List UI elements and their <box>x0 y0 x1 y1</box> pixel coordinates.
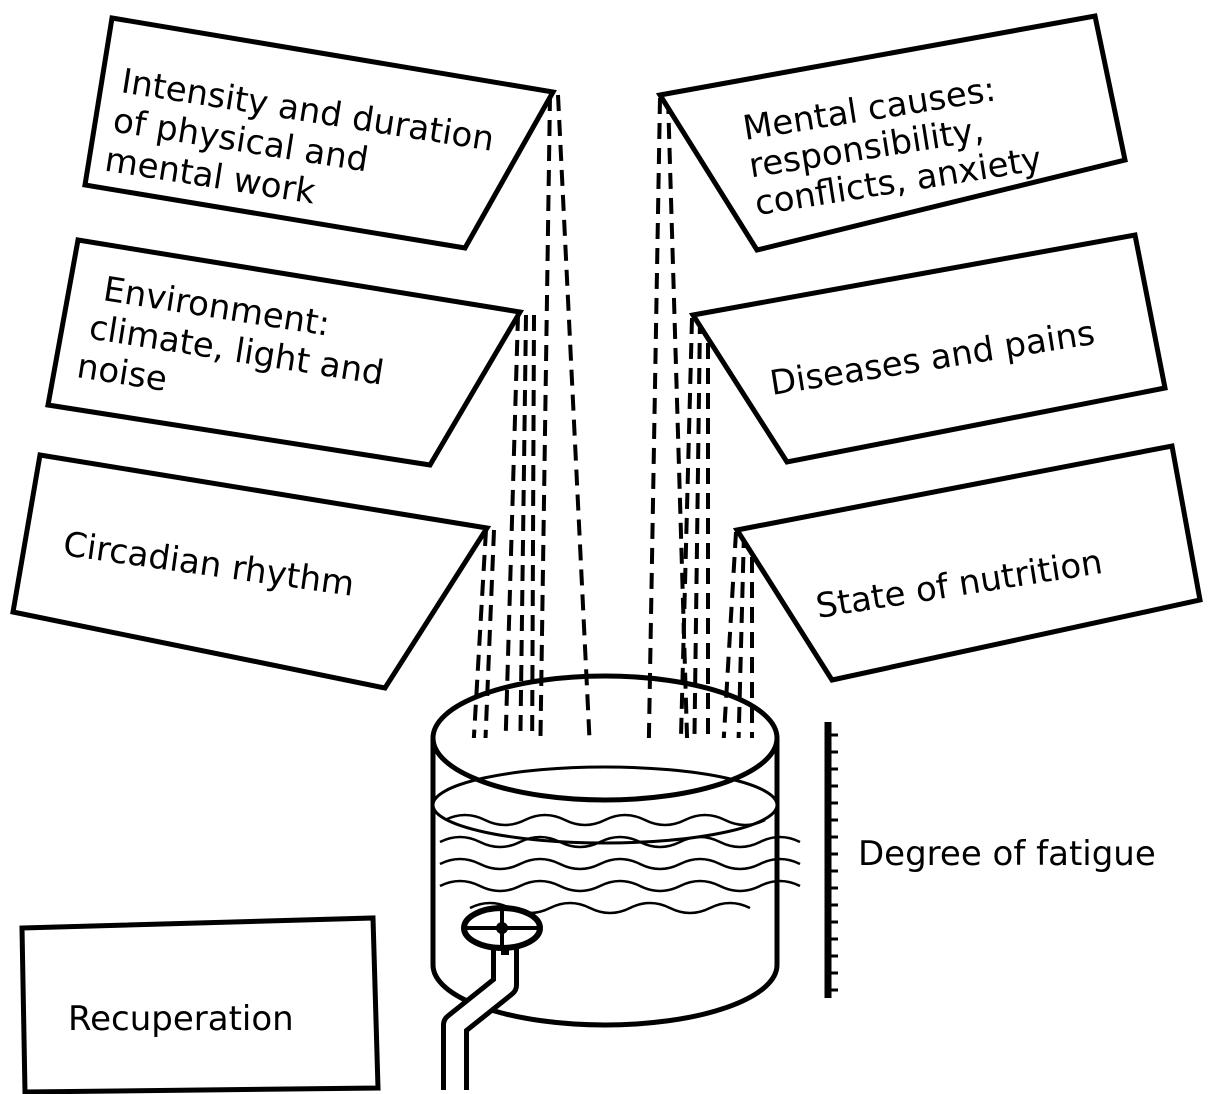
recuperation-label: Recuperation <box>68 999 294 1039</box>
factor-box-mental-causes: Mental causes: responsibility, conflicts… <box>660 16 1125 250</box>
scale-label: Degree of fatigue <box>858 834 1156 874</box>
factor-box-circadian: Circadian rhythm <box>13 455 487 688</box>
factor-box-nutrition: State of nutrition <box>737 446 1200 680</box>
fatigue-tank <box>433 676 800 1025</box>
factor-box-work-intensity: Intensity and duration of physical and m… <box>85 18 553 248</box>
factor-box-diseases: Diseases and pains <box>693 235 1165 462</box>
factor-box-environment: Environment: climate, light and noise <box>48 240 520 465</box>
fatigue-scale <box>828 722 838 998</box>
recuperation-box: Recuperation <box>22 918 378 1092</box>
